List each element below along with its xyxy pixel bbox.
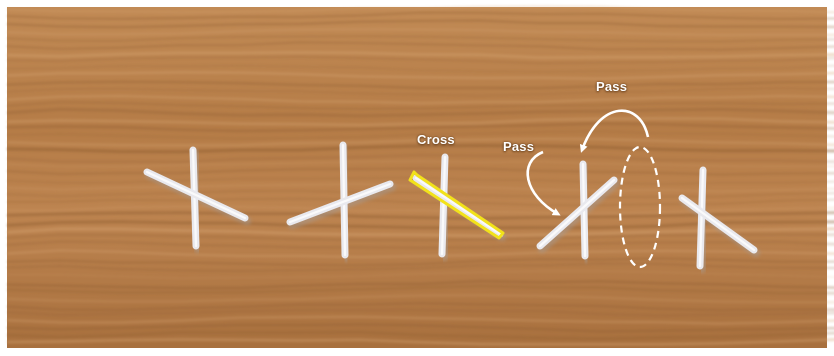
pass-label-top: Pass [596, 80, 627, 93]
pass-label-left: Pass [503, 140, 534, 153]
cross-label: Cross [417, 133, 455, 146]
